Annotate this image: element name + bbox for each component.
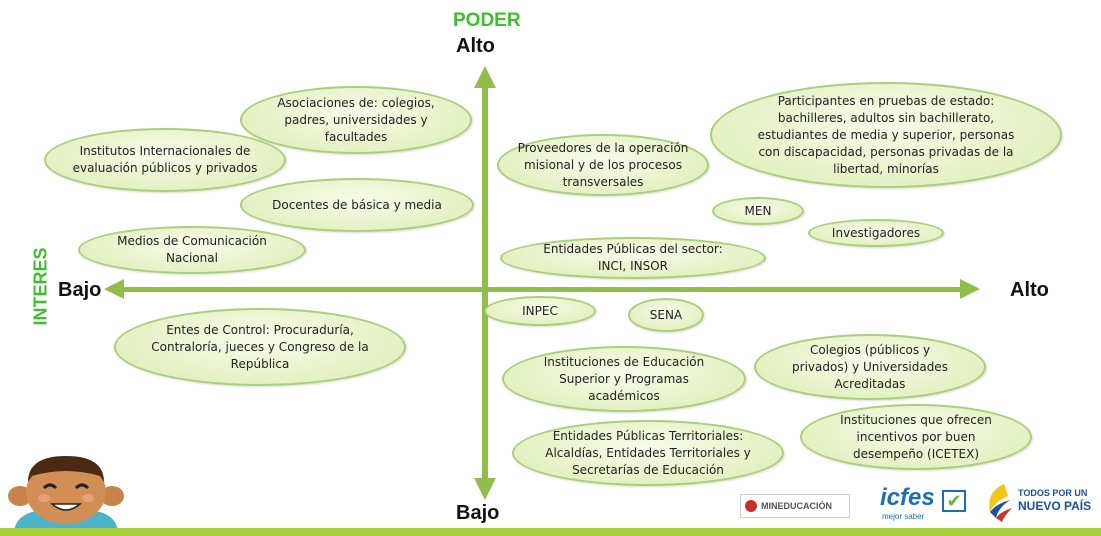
checkmark-icon: ✔ [942,490,966,512]
todos-por-un-nuevo-pais-logo: TODOS POR UN NUEVO PAÍS [984,482,1096,524]
mascot-image [4,452,128,532]
left-arrow-icon [104,279,124,299]
stakeholder-participantes: Participantes en pruebas de estado: bach… [710,82,1062,188]
bottom-bar [0,528,1101,536]
stakeholder-asociaciones: Asociaciones de: colegios, padres, unive… [240,86,472,154]
stakeholder-institutos: Institutos Internacionales de evaluación… [44,128,286,192]
icfes-text: icfes [880,484,935,511]
x-axis-left-label: Bajo [58,279,102,301]
stakeholder-colegios: Colegios (públicos y privados) y Univers… [754,334,986,400]
icfes-logo: icfes mejor saber ✔ [880,484,970,524]
colombia-seal-icon [745,500,757,512]
todos-line2: NUEVO PAÍS [1018,499,1092,513]
stakeholder-ies: Instituciones de Educación Superior y Pr… [502,346,746,412]
x-axis-title: INTERES [30,247,51,326]
mineducacion-logo: MINEDUCACIÓN [740,494,850,518]
x-axis-right-label: Alto [1010,279,1049,301]
mineducacion-text: MINEDUCACIÓN [761,501,832,511]
y-axis-bottom-label: Bajo [456,502,500,524]
up-arrow-icon [474,66,496,88]
down-arrow-icon [474,478,496,500]
vertical-axis [482,86,488,482]
stakeholder-docentes: Docentes de básica y media [240,178,474,232]
stakeholder-sena: SENA [628,298,704,332]
y-axis-title: PODER [453,10,521,31]
stakeholder-territoriales: Entidades Públicas Territoriales: Alcald… [512,420,784,486]
stakeholder-proveedores: Proveedores de la operación misional y d… [497,134,709,196]
stakeholder-investigadores: Investigadores [808,219,944,247]
right-arrow-icon [960,279,980,299]
stakeholder-inpec: INPEC [484,296,596,326]
todos-line1: TODOS POR UN [1018,488,1088,498]
icfes-tagline: mejor saber [882,512,925,521]
stakeholder-men: MEN [712,197,804,225]
colombia-flag-swoosh-icon [989,484,1012,522]
stakeholder-medios: Medios de Comunicación Nacional [78,226,306,274]
stakeholder-incentivos: Instituciones que ofrecen incentivos por… [800,404,1032,470]
stakeholder-entes-control: Entes de Control: Procuraduría, Contralo… [114,308,406,386]
horizontal-axis [120,287,962,292]
y-axis-top-label: Alto [456,35,495,57]
stakeholder-entidades-sector: Entidades Públicas del sector: INCI, INS… [500,237,766,279]
